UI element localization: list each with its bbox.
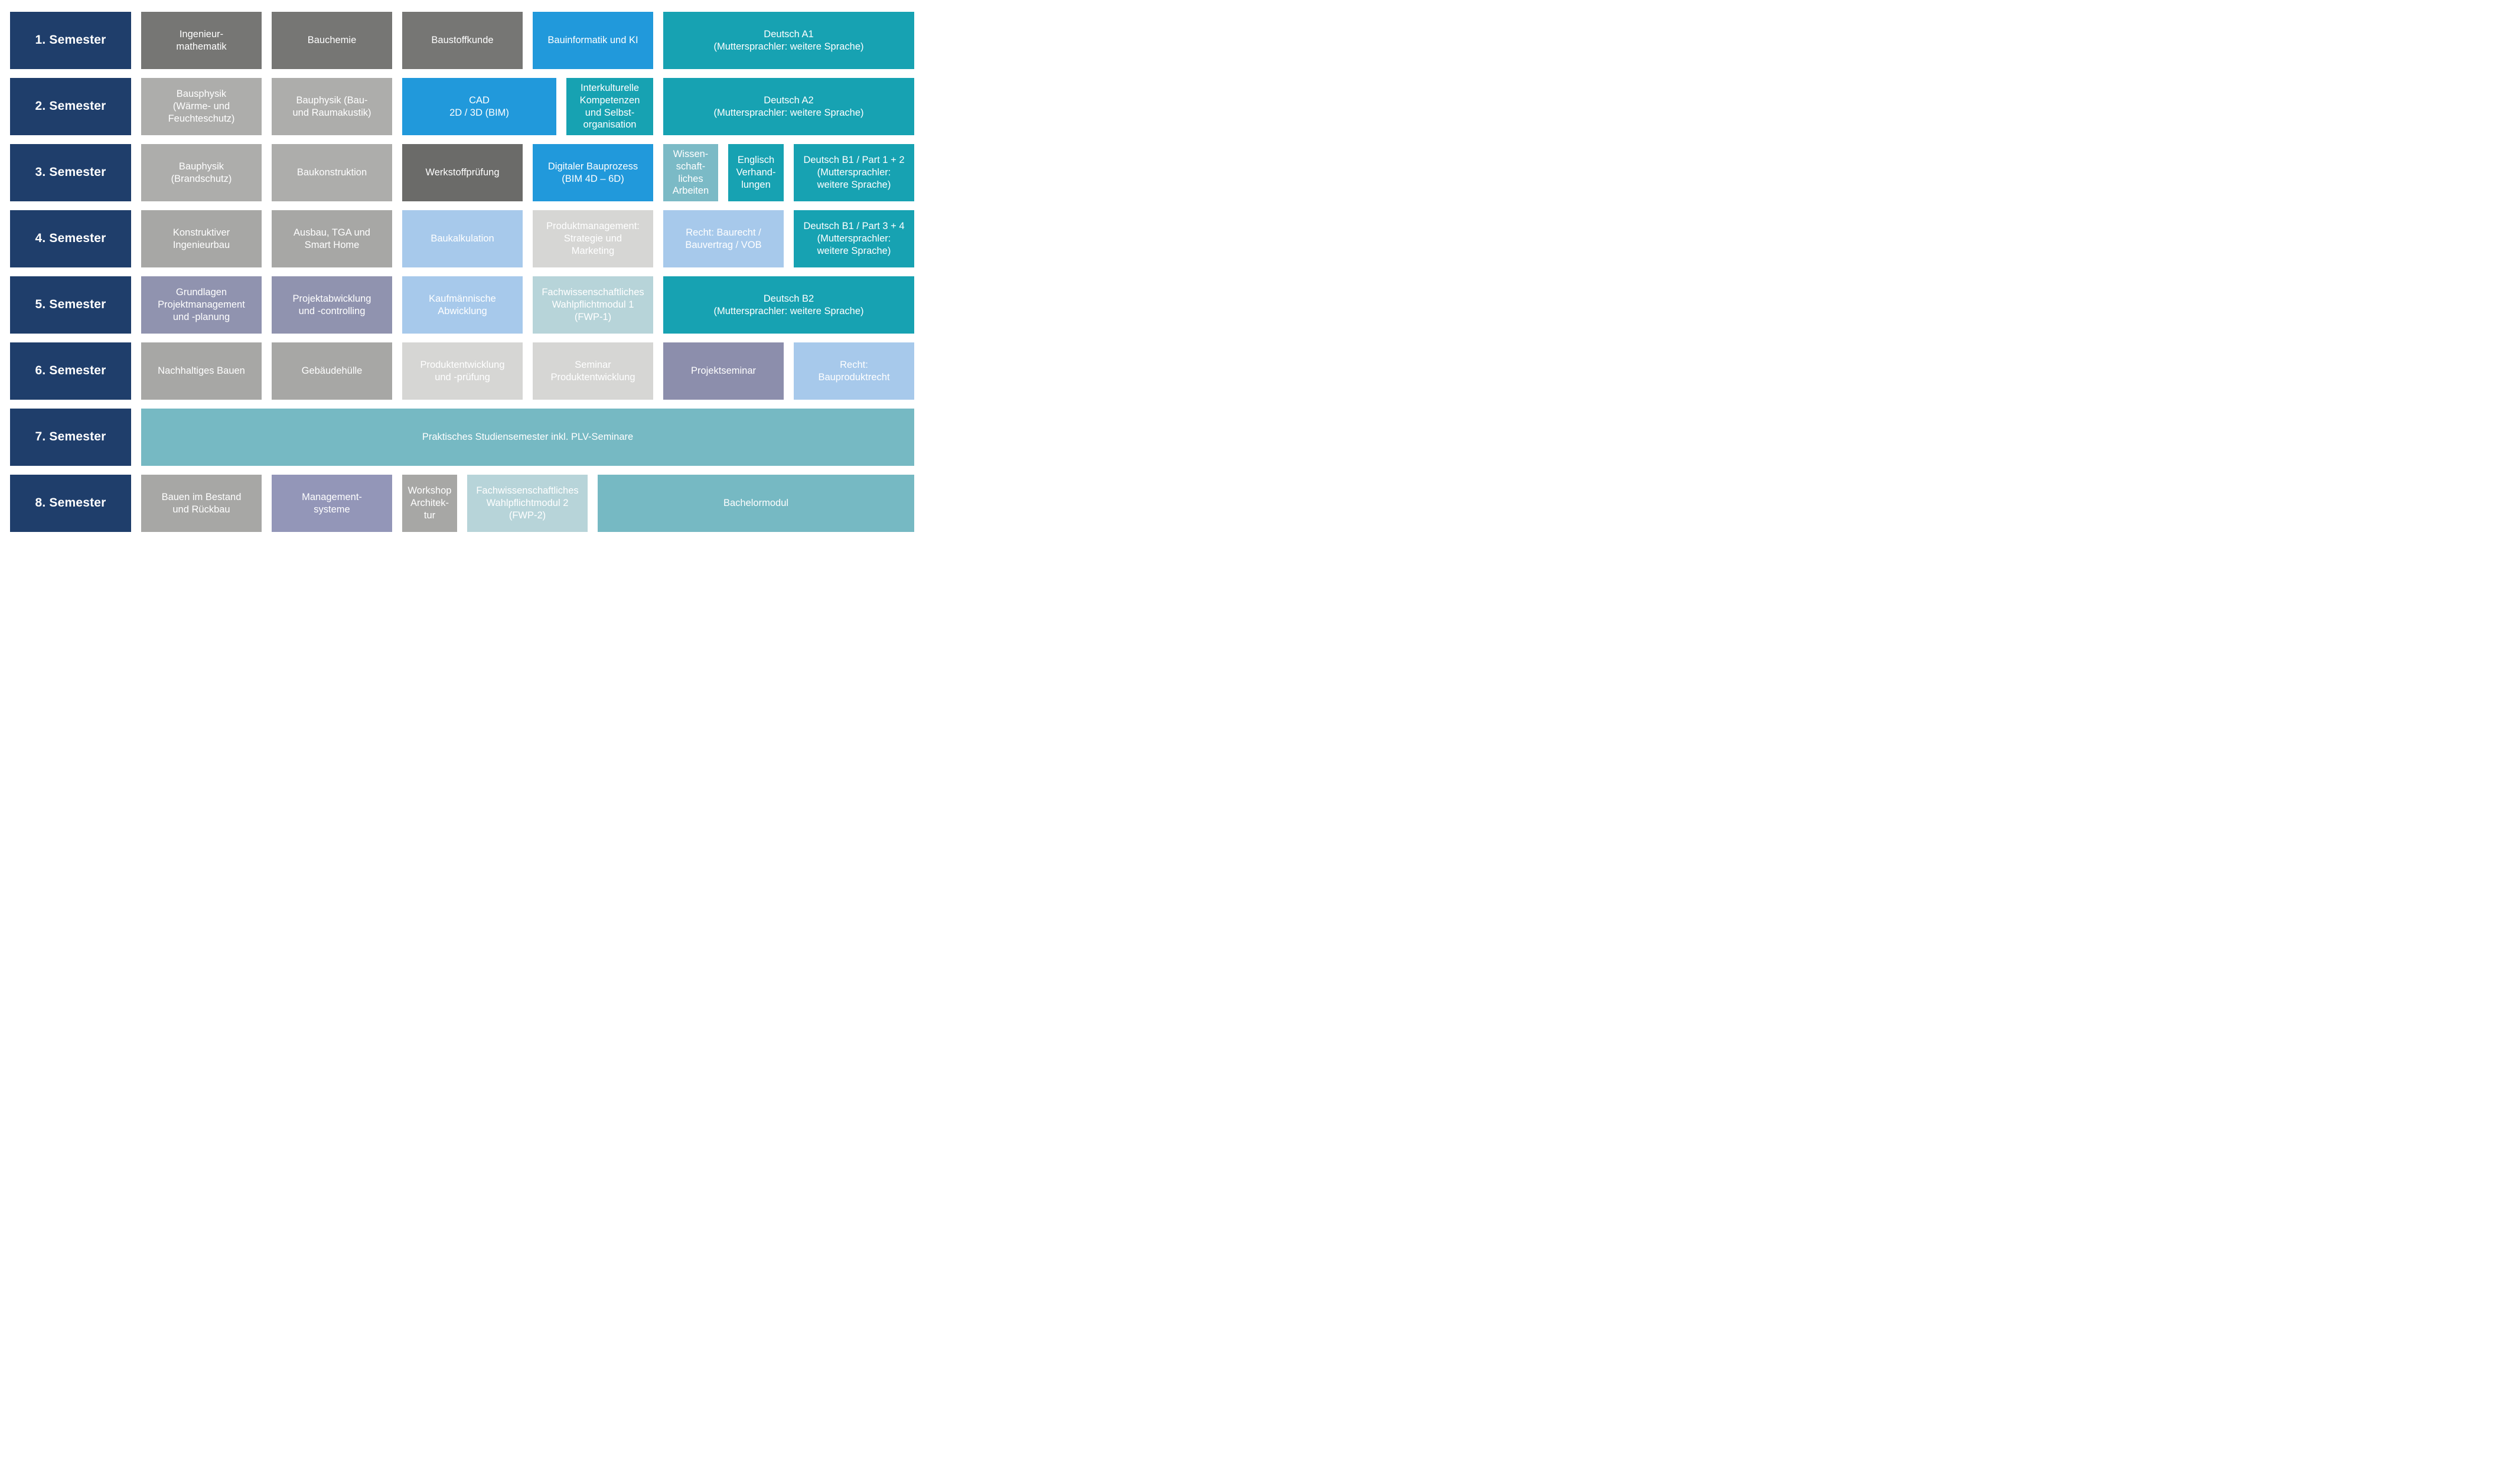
semester-label: 2. Semester	[10, 78, 131, 135]
semester-label: 7. Semester	[10, 409, 131, 466]
module-cell: Fachwissenschaftliches Wahlpflichtmodul …	[467, 475, 588, 532]
module-cell: Englisch Verhand- lungen	[728, 144, 784, 201]
module-cell: Interkulturelle Kompetenzen und Selbst- …	[566, 78, 653, 135]
module-cell: Bauen im Bestand und Rückbau	[141, 475, 262, 532]
module-cell: Ausbau, TGA und Smart Home	[272, 210, 392, 267]
module-cell: Baukalkulation	[402, 210, 523, 267]
module-cell: Deutsch A2 (Muttersprachler: weitere Spr…	[663, 78, 914, 135]
module-cell: Werkstoffprüfung	[402, 144, 523, 201]
module-cell: Baustoffkunde	[402, 12, 523, 69]
module-cell: Recht: Baurecht / Bauvertrag / VOB	[663, 210, 784, 267]
semester-label: 3. Semester	[10, 144, 131, 201]
module-cell: Bachelormodul	[598, 475, 914, 532]
module-cell: Workshop Architek- tur	[402, 475, 457, 532]
module-cell: Ingenieur- mathematik	[141, 12, 262, 69]
module-cell: Grundlagen Projektmanagement und -planun…	[141, 276, 262, 334]
module-cell: Gebäudehülle	[272, 342, 392, 400]
module-cell: Management- systeme	[272, 475, 392, 532]
module-cell: Produktmanagement: Strategie und Marketi…	[533, 210, 653, 267]
module-cell: Baukonstruktion	[272, 144, 392, 201]
module-cell: Nachhaltiges Bauen	[141, 342, 262, 400]
module-cell: Konstruktiver Ingenieurbau	[141, 210, 262, 267]
semester-label: 5. Semester	[10, 276, 131, 334]
module-cell: Bausphysik (Wärme- und Feuchteschutz)	[141, 78, 262, 135]
module-cell: Projektseminar	[663, 342, 784, 400]
module-cell: Wissen- schaft- liches Arbeiten	[663, 144, 718, 201]
module-cell: Bauchemie	[272, 12, 392, 69]
module-cell: Deutsch B1 / Part 3 + 4 (Muttersprachler…	[794, 210, 914, 267]
module-cell: Digitaler Bauprozess (BIM 4D – 6D)	[533, 144, 653, 201]
module-cell: Projektabwicklung und -controlling	[272, 276, 392, 334]
module-cell: Deutsch A1 (Muttersprachler: weitere Spr…	[663, 12, 914, 69]
module-cell: Deutsch B2 (Muttersprachler: weitere Spr…	[663, 276, 914, 334]
module-cell: Produktentwicklung und -prüfung	[402, 342, 523, 400]
module-cell: Fachwissenschaftliches Wahlpflichtmodul …	[533, 276, 653, 334]
module-cell: Bauphysik (Bau- und Raumakustik)	[272, 78, 392, 135]
module-cell: Seminar Produktentwicklung	[533, 342, 653, 400]
module-cell: Recht: Bauproduktrecht	[794, 342, 914, 400]
module-cell: Kaufmännische Abwicklung	[402, 276, 523, 334]
semester-label: 4. Semester	[10, 210, 131, 267]
module-cell: CAD 2D / 3D (BIM)	[402, 78, 556, 135]
semester-label: 8. Semester	[10, 475, 131, 532]
module-cell: Deutsch B1 / Part 1 + 2 (Muttersprachler…	[794, 144, 914, 201]
semester-label: 6. Semester	[10, 342, 131, 400]
module-cell: Praktisches Studiensemester inkl. PLV-Se…	[141, 409, 914, 466]
module-cell: Bauphysik (Brandschutz)	[141, 144, 262, 201]
module-cell: Bauinformatik und KI	[533, 12, 653, 69]
semester-label: 1. Semester	[10, 12, 131, 69]
